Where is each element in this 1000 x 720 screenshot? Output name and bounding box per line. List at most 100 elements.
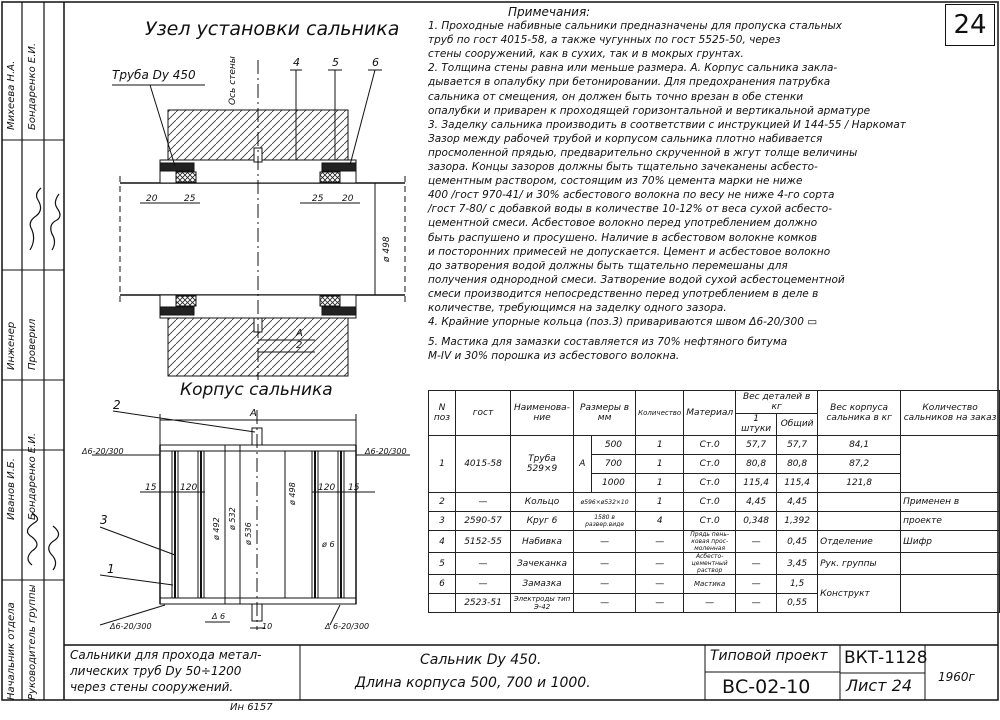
dim-d6-bottom: Δ 6 xyxy=(212,612,226,621)
weld-bottom-left: Δ6-20/300 xyxy=(110,622,152,631)
specification-table: N поз гост Наименова-ние Размеры в мм Ко… xyxy=(428,390,1000,613)
drawing-title: Узел установки сальника xyxy=(145,18,400,40)
dim-25-left: 25 xyxy=(184,194,196,204)
callout-1: 1 xyxy=(107,562,115,576)
weld-top-left: Δ6-20/300 xyxy=(82,447,124,456)
role-group-head: Руководитель группы xyxy=(27,584,38,700)
pipe-label: Труба Dу 450 xyxy=(112,68,196,82)
note-line: цементной смеси. Асбестовое волокно пере… xyxy=(428,217,818,230)
th-order-qty: Количество сальников на заказ xyxy=(900,390,1000,436)
section-a: A xyxy=(296,328,303,339)
project-code: ВС-02-10 xyxy=(722,676,811,698)
note-line: 5. Мастика для замазки составляется из 7… xyxy=(428,336,788,349)
callout-2: 2 xyxy=(113,398,121,412)
note-line: 1. Проходные набивные сальники предназна… xyxy=(428,20,842,33)
footer-middle-2: Длина корпуса 500, 700 и 1000. xyxy=(355,675,591,691)
role-engineer: Инженер xyxy=(6,321,17,370)
note-line: просмоленной прядью, предварительно скру… xyxy=(428,146,858,159)
table-row: 3 2590-57 Круг 6 1580 в развер.виде 4 Ст… xyxy=(428,511,1000,531)
dim-20-left: 20 xyxy=(146,194,158,204)
note-line: Зазор между рабочей трубой и корпусом са… xyxy=(428,132,823,145)
note-line: 4. Крайние упорные кольца (поз.3) привар… xyxy=(428,316,818,329)
dim-dia-492: ø 492 xyxy=(212,517,221,540)
vkt-code: ВКТ-1128 xyxy=(844,648,928,668)
th-dims: Размеры в мм xyxy=(572,390,637,436)
dim-dia-498-body: ø 498 xyxy=(288,482,297,505)
sheet-label: Лист 24 xyxy=(846,676,912,695)
footer-left-1: Сальники для прохода метал- xyxy=(70,648,262,662)
weld-top-right: Δ6-20/300 xyxy=(365,447,407,456)
note-line: быть распушено и просушено. Наличие в ас… xyxy=(428,231,818,244)
dim-10: 10 xyxy=(262,622,273,631)
note-line: М-IV и 30% порошка из асбестового волокн… xyxy=(428,350,680,363)
table-row: 5 — Зачеканка — — Асбесто-цементный раст… xyxy=(428,552,1000,575)
note-line: стены сооружений, как в сухих, так и в м… xyxy=(428,48,744,61)
table-row: 6 — Замазка — — Мастика — 1,5 Конструкт xyxy=(428,574,1000,613)
footer-middle-1: Сальник Dу 450. xyxy=(420,652,542,668)
th-body-weight: Вес корпуса сальника в кг xyxy=(817,390,902,436)
note-line: 3. Заделку сальника производить в соотве… xyxy=(428,118,906,131)
th-qty: Количество xyxy=(635,390,685,436)
table-row: 4 5152-55 Набивка — — Прядь пень-ковая п… xyxy=(428,530,1000,553)
callout-5: 5 xyxy=(332,56,339,69)
note-line: получения однородной смеси. Затворение в… xyxy=(428,273,845,286)
dim-dia-498-top: ø 498 xyxy=(382,236,392,262)
dim-15-right: 15 xyxy=(348,483,360,493)
body-title: Корпус сальника xyxy=(180,380,333,400)
notes-block: Примечания: 1. Проходные набивные сальни… xyxy=(428,5,988,363)
table-header-row: N поз гост Наименова-ние Размеры в мм Ко… xyxy=(428,390,1000,436)
table-row: 1000 1 Ст.0 115,4 115,4 121,8 xyxy=(429,473,1000,493)
year: 1960г xyxy=(938,670,975,684)
note-line: сальника от смещения, он должен быть точ… xyxy=(428,90,804,103)
note-line: опалубки и приварен к проходящей горизон… xyxy=(428,104,871,117)
weld-bottom-right: Δ 6-20/300 xyxy=(325,622,370,631)
dim-d6-right: ø 6 xyxy=(322,540,335,549)
dim-dia-532: ø 532 xyxy=(228,507,237,530)
dim-120-left: 120 xyxy=(180,483,198,493)
top-drawing xyxy=(112,60,406,380)
note-line: и посторонних примесей не допускается. Ц… xyxy=(428,245,831,258)
role-head-dept: Начальник отдела xyxy=(6,602,17,700)
dim-a-body: A xyxy=(250,408,257,419)
footer-left-3: через стены сооружений. xyxy=(70,680,234,694)
th-name: Наименова-ние xyxy=(510,390,574,436)
name-mikheeva: Михеева Н.А. xyxy=(6,60,17,130)
table-row: 700 1 Ст.0 80,8 80,8 87,2 xyxy=(429,454,1000,474)
notes-heading: Примечания: xyxy=(508,5,591,19)
th-one: 1 штуки xyxy=(735,412,778,436)
footer-left-2: лических труб Dу 50÷1200 xyxy=(70,664,242,678)
note-line: количестве, требующимся на заделку одног… xyxy=(428,301,727,314)
typical-project-label: Типовой проект xyxy=(710,648,828,664)
note-line: смеси производится непосредственно перед… xyxy=(428,287,819,300)
dim-20-right: 20 xyxy=(342,194,354,204)
note-line: 2. Толщина стены равна или меньше размер… xyxy=(428,62,838,75)
note-line: зазора. Концы зазоров должны быть тщател… xyxy=(428,161,818,174)
th-poz: N поз xyxy=(428,390,456,436)
name-bondarenko-bottom: Бондаренко Е.И. xyxy=(27,432,38,520)
note-line: труб по гост 4015-58, а также чугунных п… xyxy=(428,34,781,47)
dim-25-right: 25 xyxy=(312,194,324,204)
th-material: Материал xyxy=(683,390,737,436)
wall-axis-label: Ось стены xyxy=(228,56,238,105)
note-line: цементным раствором, состоящим из 70% це… xyxy=(428,175,803,188)
table-row: 2523-51 Электроды тип Э-42 — — — — 0,55 xyxy=(428,593,1000,613)
name-bondarenko-top: Бондаренко Е.И. xyxy=(27,42,38,130)
name-ivanov: Иванов И.Б. xyxy=(6,458,17,520)
th-gost: гост xyxy=(455,390,511,436)
body-drawing xyxy=(92,410,410,630)
table-row: 2 — Кольцо ø596×ø532×10 1 Ст.0 4,45 4,45… xyxy=(428,492,1000,512)
table-row: 1 4015-58 Труба 529×9 A 500 1 Ст.0 57,7 … xyxy=(428,435,1000,493)
th-total: Общий xyxy=(776,412,819,436)
stamp-number: Ин 6157 xyxy=(230,702,273,713)
note-line: /гост 7-80/ с добавкой воды в количестве… xyxy=(428,203,833,216)
callout-6: 6 xyxy=(372,56,379,69)
dim-120-right: 120 xyxy=(318,483,336,493)
note-line: дывается в опалубку при бетонировании. Д… xyxy=(428,76,831,89)
callout-4: 4 xyxy=(293,56,300,69)
section-2: 2 xyxy=(296,340,303,351)
callout-3: 3 xyxy=(100,513,108,527)
th-weight-group: Вес деталей в кг xyxy=(735,390,819,414)
note-line: до затворения водой должны быть тщательн… xyxy=(428,259,788,272)
notes-lines: 1. Проходные набивные сальники предназна… xyxy=(428,19,988,363)
